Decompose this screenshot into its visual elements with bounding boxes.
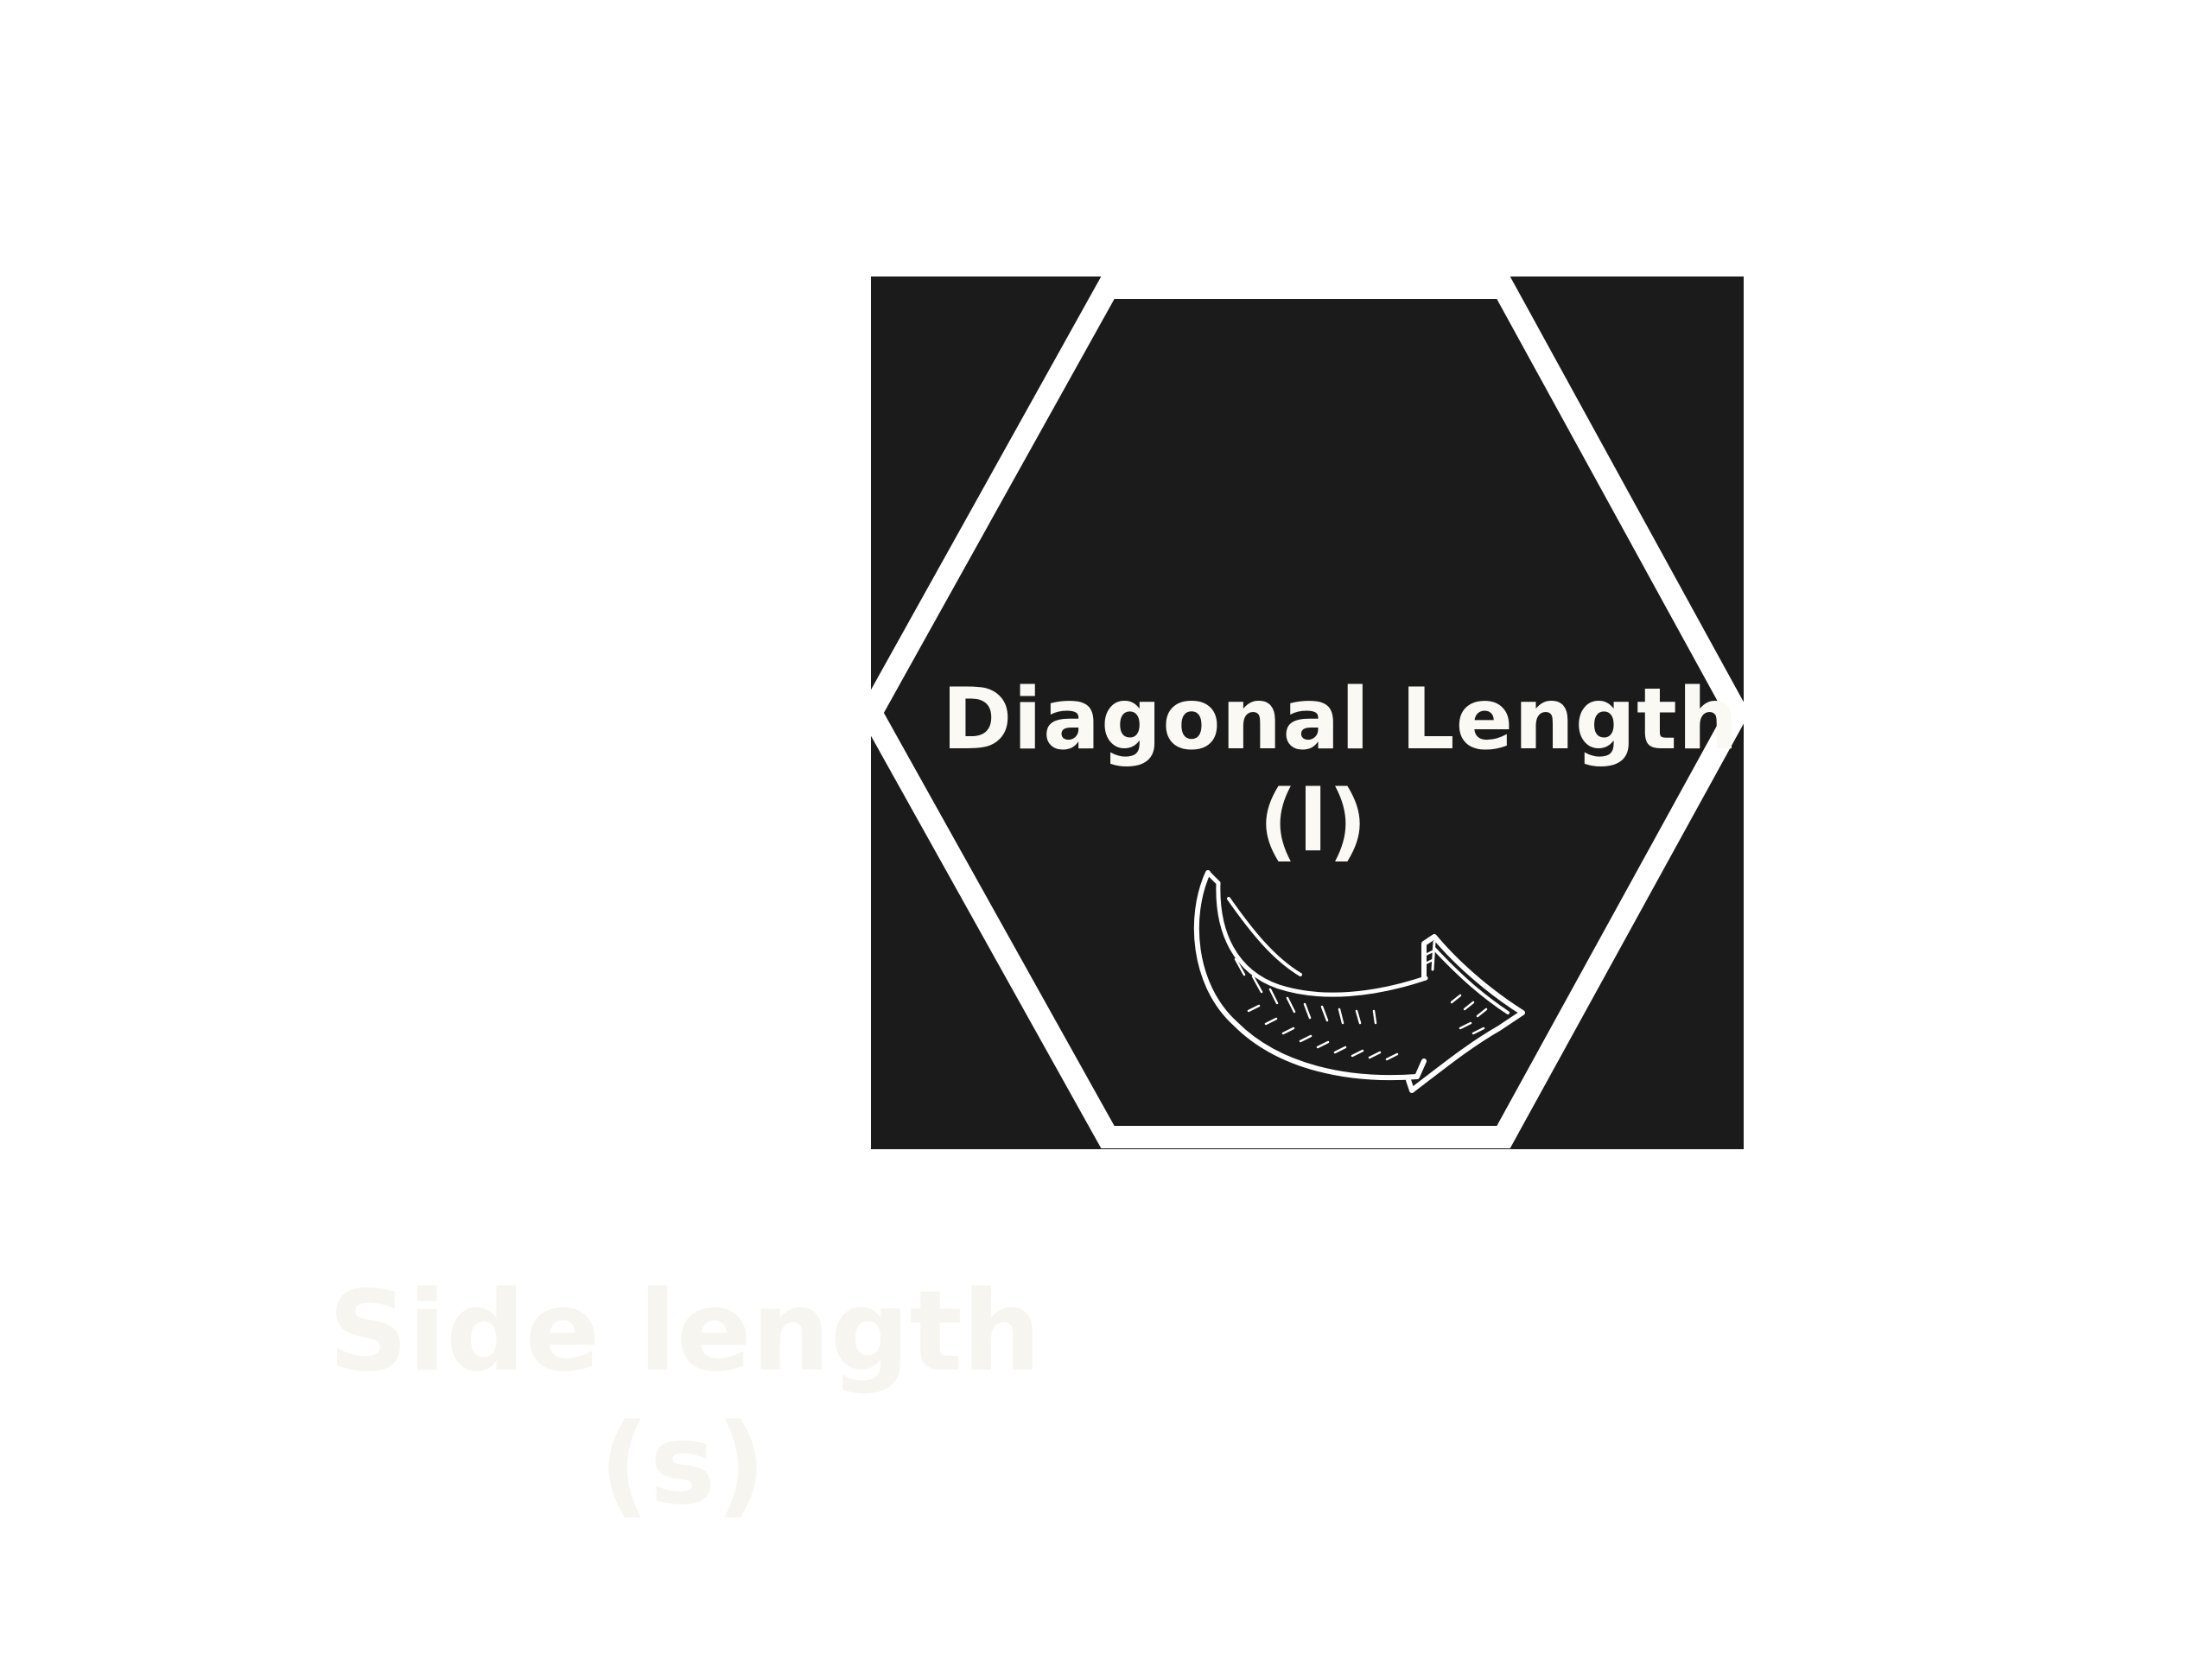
diagonal-length-label: Diagonal Length (l) [942,670,1739,873]
side-length-label: Side length (s) [328,1266,1041,1531]
diagonal-length-symbol: (l) [1258,772,1369,871]
hexagon-outline [858,276,1750,1148]
square-shape [871,276,1744,1149]
diagonal-length-text: Diagonal Length [942,671,1739,769]
curved-arrow-icon [1193,870,1525,1093]
side-length-symbol: (s) [599,1400,766,1529]
side-length-text: Side length [328,1268,1041,1396]
